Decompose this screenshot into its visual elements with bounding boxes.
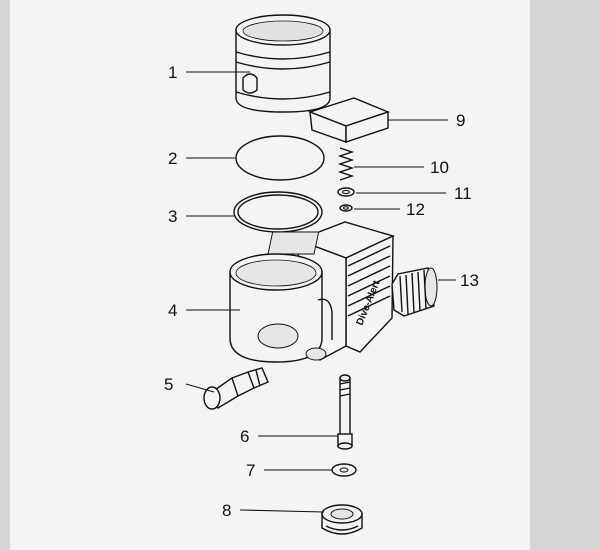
leader-lines: [185, 71, 456, 513]
part-6-stem: [337, 374, 353, 450]
part-9-block: [307, 97, 391, 143]
callout-11: 11: [454, 184, 472, 203]
callout-1: 1: [168, 63, 177, 82]
part-8-nut: [321, 504, 363, 535]
callout-12: 12: [406, 200, 425, 219]
part-4-housing: Dive-Alert: [229, 221, 395, 363]
callout-13: 13: [460, 271, 479, 290]
part-11-ring: [337, 187, 355, 197]
callout-10: 10: [430, 158, 449, 177]
callout-9: 9: [456, 111, 465, 130]
leader-5: [185, 383, 215, 393]
part-1-cap: [235, 14, 331, 113]
callout-5: 5: [164, 375, 173, 394]
callout-2: 2: [168, 149, 177, 168]
callout-7: 7: [246, 461, 255, 480]
part-12-small-ring: [339, 204, 353, 212]
callout-numbers: 1 2 3 4 5 6 7 8 9 10 11 12 13: [164, 63, 479, 520]
part-13-knob: [391, 267, 438, 317]
part-2-disc: [235, 135, 325, 181]
callout-8: 8: [222, 501, 231, 520]
callout-4: 4: [168, 301, 177, 320]
part-10-spring: [337, 147, 355, 181]
leader-8: [239, 509, 325, 513]
part-7-washer: [331, 463, 357, 477]
callout-3: 3: [168, 207, 177, 226]
part-5-fitting: [203, 367, 269, 410]
callout-6: 6: [240, 427, 249, 446]
